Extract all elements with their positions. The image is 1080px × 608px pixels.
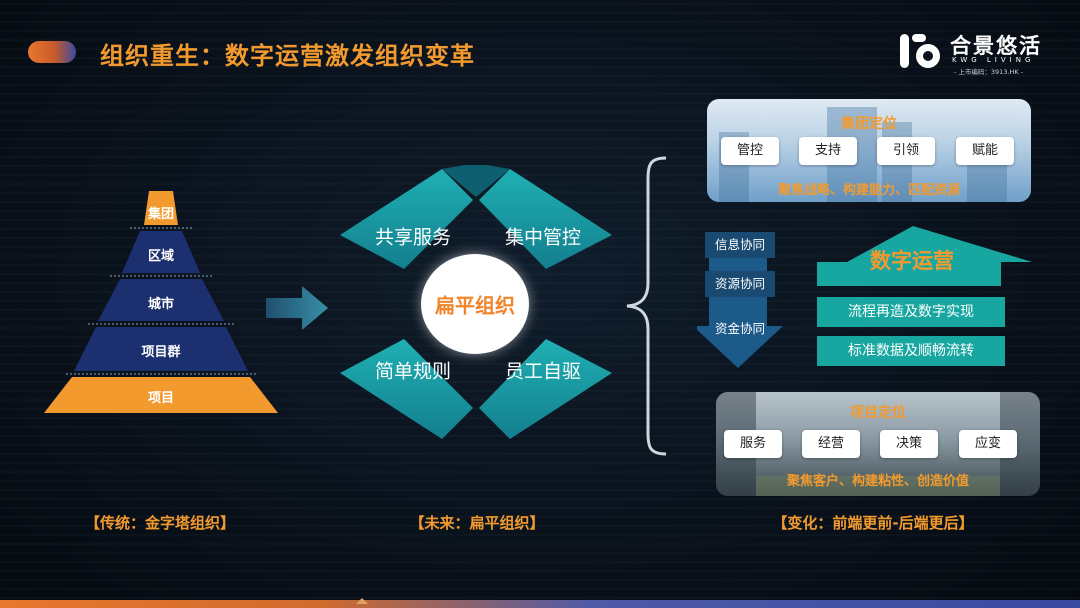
pyramid-label-region: 区域	[147, 249, 175, 264]
logo-mark-icon	[900, 34, 940, 68]
pyramid-level-5	[44, 377, 278, 413]
project-pill-adapt: 应变	[959, 430, 1017, 458]
group-pill-support: 支持	[799, 137, 857, 165]
pyramid-level-3	[98, 279, 224, 321]
pyramid-label-city: 城市	[147, 297, 175, 312]
pyramid-label-group: 集团	[147, 207, 175, 222]
brand-logo: 合景悠活 KWG LIVING - 上市编码：3913.HK -	[898, 28, 1048, 78]
project-positioning-subtitle: 聚焦客户、构建粘性、创造价值	[786, 474, 970, 489]
title-accent-pill	[28, 41, 76, 63]
group-positioning-title: 集团定位	[841, 116, 897, 132]
group-positioning-card: 集团定位 管控 支持 引领 赋能 聚焦战略、构建能力、匹配资源	[707, 99, 1031, 202]
pyramid-level-4	[74, 327, 248, 371]
page-title: 组织重生：数字运营激发组织变革	[100, 42, 475, 70]
caption-flat: 【未来：扁平组织】	[409, 514, 545, 532]
logo-name: 合景悠活	[950, 34, 1042, 58]
pyramid-level-1	[144, 191, 178, 225]
down-arrow-shape	[697, 234, 783, 368]
side-label-fund-collab: 资金协同	[714, 321, 765, 336]
petal-label-simple-rules: 简单规则	[374, 360, 452, 383]
project-pill-decision: 决策	[880, 430, 938, 458]
side-label-resource-collab: 资源协同	[705, 271, 775, 297]
petal-bottom-left	[340, 339, 473, 439]
project-pill-service: 服务	[724, 430, 782, 458]
caption-pyramid: 【传统：金字塔组织】	[84, 514, 236, 532]
group-positioning-subtitle: 聚焦战略、构建能力、匹配资源	[777, 183, 961, 198]
logo-english: KWG LIVING	[952, 56, 1035, 64]
petal-top-right	[479, 169, 612, 269]
flat-org-diagram	[340, 165, 612, 439]
side-label-info-collab: 信息协同	[705, 232, 775, 258]
petal-label-shared-service: 共享服务	[374, 226, 452, 249]
project-positioning-title: 项目定位	[850, 405, 906, 421]
bar-process-reengineering: 流程再造及数字实现	[817, 297, 1005, 327]
bar-standard-data: 标准数据及顺畅流转	[817, 336, 1005, 366]
curly-brace-icon	[626, 156, 667, 456]
petal-bottom-right	[479, 339, 612, 439]
transition-arrow-icon	[266, 286, 328, 330]
caption-change: 【变化：前端更前-后端更后】	[772, 514, 974, 532]
logo-stock-code: - 上市编码：3913.HK -	[954, 68, 1024, 76]
pyramid-label-project-group: 项目群	[141, 345, 181, 360]
digital-ops-arrows	[697, 226, 1032, 368]
bottom-notch-icon	[356, 598, 368, 604]
pyramid-diagram	[44, 191, 278, 413]
group-pill-control: 管控	[721, 137, 779, 165]
flat-org-center-circle	[421, 254, 529, 354]
petal-top-left	[340, 169, 473, 269]
pyramid-level-2	[122, 231, 200, 273]
project-positioning-card: 项目定位 服务 经营 决策 应变 聚焦客户、构建粘性、创造价值	[716, 392, 1040, 496]
digital-ops-label: 数字运营	[870, 249, 954, 273]
petal-label-self-driven: 员工自驱	[504, 360, 582, 383]
group-pill-empower: 赋能	[956, 137, 1014, 165]
project-pill-operate: 经营	[802, 430, 860, 458]
flat-org-center-label: 扁平组织	[435, 293, 515, 318]
pyramid-label-project: 项目	[147, 391, 175, 406]
group-pill-lead: 引领	[877, 137, 935, 165]
petal-label-central-control: 集中管控	[504, 226, 582, 249]
bottom-accent-bar	[0, 600, 1080, 608]
up-arrow-shape	[787, 226, 1032, 286]
